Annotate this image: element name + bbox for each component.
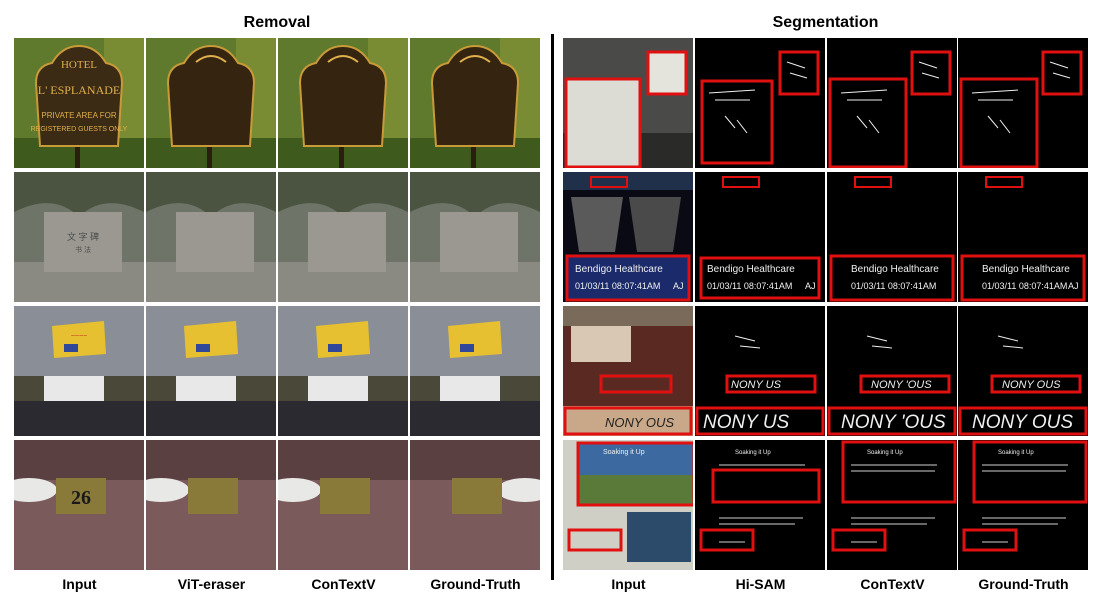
sign-text-guests: REGISTERED GUESTS ONLY bbox=[31, 126, 128, 133]
seg-contextv-ultrasound: Bendigo Healthcare 01/03/11 08:07:41AM bbox=[827, 172, 957, 302]
ultrasound-gt-line2: 01/03/11 08:07:41AM bbox=[982, 281, 1067, 291]
sign-text-name: L' ESPLANADE bbox=[38, 83, 121, 97]
removal-contextv-stone-monument bbox=[278, 172, 408, 302]
protest-hisam-text-small: NONY US bbox=[731, 379, 782, 391]
seg-ground-truth-protest: NONY OUS NONY OUS bbox=[958, 306, 1088, 436]
removal-col-label-input: Input bbox=[62, 576, 97, 592]
seg-contextv-lecture-hall bbox=[827, 38, 957, 168]
ultrasound-input-line2: 01/03/11 08:07:41AM bbox=[575, 281, 660, 291]
svg-text:书 法: 书 法 bbox=[75, 245, 91, 254]
ultrasound-gt-initials: AJ bbox=[1068, 281, 1079, 291]
seg-col-label-ground-truth: Ground-Truth bbox=[978, 576, 1069, 592]
seg-contextv-protest: NONY 'OUS NONY 'OUS bbox=[827, 306, 957, 436]
removal-col-label-vit-eraser: ViT-eraser bbox=[177, 576, 246, 592]
poster-gt-title: Soaking it Up bbox=[998, 450, 1034, 456]
removal-vit-eraser-street-banner bbox=[146, 306, 276, 436]
seg-ground-truth-ultrasound: Bendigo Healthcare 01/03/11 08:07:41AM A… bbox=[958, 172, 1088, 302]
removal-ground-truth-street-banner bbox=[410, 306, 540, 436]
removal-input-street-banner: ~~~~ bbox=[14, 306, 144, 436]
ultrasound-input-line1: Bendigo Healthcare bbox=[575, 264, 663, 275]
poster-contextv-title: Soaking it Up bbox=[867, 450, 903, 456]
ultrasound-hisam-initials: AJ bbox=[805, 281, 816, 291]
protest-contextv-text-small: NONY 'OUS bbox=[871, 379, 932, 391]
seg-input-poster: Soaking it Up bbox=[563, 440, 693, 570]
removal-heading: Removal bbox=[243, 14, 311, 31]
removal-ground-truth-stone-monument bbox=[410, 172, 540, 302]
removal-input-hotel-sign: HOTEL L' ESPLANADE PRIVATE AREA FOR REGI… bbox=[14, 38, 144, 168]
removal-input-stone-monument: 文 字 碑 书 法 bbox=[14, 172, 144, 302]
removal-ground-truth-hotel-sign bbox=[410, 38, 540, 168]
section-divider bbox=[551, 34, 554, 580]
sign-text-private: PRIVATE AREA FOR bbox=[41, 111, 117, 120]
seg-col-label-input: Input bbox=[611, 576, 646, 592]
seg-col-label-hi-sam: Hi-SAM bbox=[735, 576, 786, 592]
protest-gt-text-large: NONY OUS bbox=[972, 412, 1073, 433]
removal-col-label-ground-truth: Ground-Truth bbox=[430, 576, 521, 592]
removal-contextv-street-banner bbox=[278, 306, 408, 436]
seg-ground-truth-lecture-hall bbox=[958, 38, 1088, 168]
removal-col-label-contextv: ConTextV bbox=[311, 576, 376, 592]
seg-hisam-lecture-hall bbox=[695, 38, 825, 168]
seg-input-lecture-hall bbox=[563, 38, 693, 168]
seg-hisam-ultrasound: Bendigo Healthcare 01/03/11 08:07:41AM A… bbox=[695, 172, 825, 302]
ultrasound-input-initials: AJ bbox=[673, 281, 684, 291]
ultrasound-hisam-line1: Bendigo Healthcare bbox=[707, 264, 795, 275]
ultrasound-contextv-line1: Bendigo Healthcare bbox=[851, 264, 939, 275]
seg-hisam-poster: Soaking it Up bbox=[695, 440, 825, 570]
seg-ground-truth-poster: Soaking it Up bbox=[958, 440, 1088, 570]
protest-gt-text-small: NONY OUS bbox=[1002, 379, 1061, 391]
poster-hisam-title: Soaking it Up bbox=[735, 450, 771, 456]
segmentation-heading: Segmentation bbox=[772, 14, 879, 31]
poster-input-title: Soaking it Up bbox=[603, 449, 645, 456]
removal-contextv-table-number bbox=[278, 440, 408, 570]
seg-input-ultrasound: Bendigo Healthcare 01/03/11 08:07:41AM A… bbox=[563, 172, 693, 302]
protest-hisam-text-large: NONY US bbox=[703, 412, 790, 433]
removal-ground-truth-table-number bbox=[410, 440, 540, 570]
removal-input-table-number: 26 bbox=[14, 440, 144, 570]
svg-text:文 字 碑: 文 字 碑 bbox=[67, 231, 99, 242]
protest-contextv-text-large: NONY 'OUS bbox=[841, 412, 946, 433]
seg-input-protest: NONY OUS bbox=[563, 306, 693, 436]
ultrasound-hisam-line2: 01/03/11 08:07:41AM bbox=[707, 281, 792, 291]
removal-vit-eraser-hotel-sign bbox=[146, 38, 276, 168]
ultrasound-contextv-line2: 01/03/11 08:07:41AM bbox=[851, 281, 936, 291]
seg-contextv-poster: Soaking it Up bbox=[827, 440, 957, 570]
sign-text-hotel: HOTEL bbox=[61, 59, 97, 71]
seg-col-label-contextv: ConTextV bbox=[860, 576, 925, 592]
svg-text:~~~~: ~~~~ bbox=[71, 333, 87, 340]
seg-hisam-protest: NONY US NONY US bbox=[695, 306, 825, 436]
removal-vit-eraser-table-number bbox=[146, 440, 276, 570]
removal-contextv-hotel-sign bbox=[278, 38, 408, 168]
ultrasound-gt-line1: Bendigo Healthcare bbox=[982, 264, 1070, 275]
removal-vit-eraser-stone-monument bbox=[146, 172, 276, 302]
protest-input-text: NONY OUS bbox=[605, 415, 674, 430]
table-number-text: 26 bbox=[71, 487, 91, 509]
